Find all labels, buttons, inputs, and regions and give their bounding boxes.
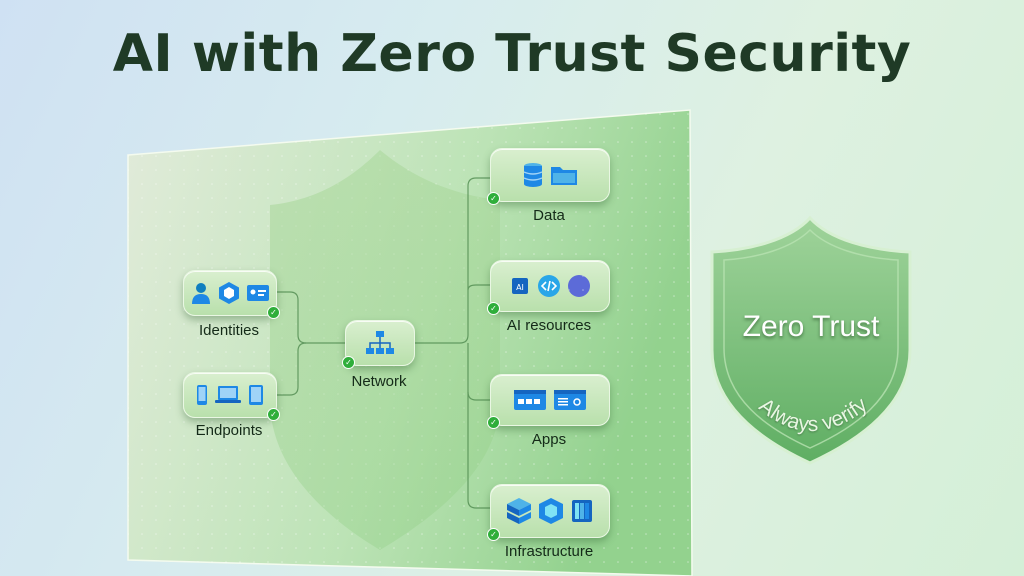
database-icon	[523, 163, 543, 187]
folder-icon	[551, 167, 577, 185]
app-window-icon	[514, 390, 546, 410]
data-node[interactable]: ✓	[487, 148, 610, 205]
svg-text:AI: AI	[516, 283, 524, 292]
page-title: AI with Zero Trust Security	[112, 24, 912, 84]
columns-icon	[572, 500, 592, 522]
hexagon-icon	[219, 282, 239, 304]
ai-resources-node[interactable]: AI ✓	[487, 260, 610, 315]
laptop-icon	[215, 386, 241, 403]
apps-node[interactable]: ✓	[487, 374, 610, 429]
identities-node[interactable]: ✓	[183, 270, 280, 319]
infrastructure-label: Infrastructure	[504, 543, 594, 560]
endpoints-label: Endpoints	[195, 422, 263, 439]
verified-check-icon: ✓	[487, 416, 500, 429]
apps-label: Apps	[531, 431, 567, 448]
ai-chip-icon: AI	[512, 278, 528, 294]
verified-check-icon: ✓	[487, 302, 500, 315]
id-card-icon	[247, 285, 269, 301]
connector-lines	[275, 177, 490, 509]
ai-resources-label: AI resources	[506, 317, 592, 334]
code-icon	[538, 275, 560, 297]
server-stack-icon	[507, 498, 531, 524]
phone-icon	[197, 385, 207, 405]
data-label: Data	[533, 207, 565, 224]
verified-check-icon: ✓	[267, 408, 280, 421]
verified-check-icon: ✓	[267, 306, 280, 319]
endpoints-node[interactable]: ✓	[183, 372, 280, 421]
tablet-icon	[249, 385, 263, 405]
identities-label: Identities	[198, 322, 260, 339]
verified-check-icon: ✓	[342, 356, 355, 369]
network-tree-icon	[366, 331, 394, 354]
network-label: Network	[351, 373, 407, 390]
infrastructure-node[interactable]: ✓	[487, 484, 610, 541]
verified-check-icon: ✓	[487, 192, 500, 205]
person-icon	[192, 283, 210, 304]
zero-trust-badge	[710, 215, 912, 465]
app-window-icon	[554, 390, 586, 410]
verified-check-icon: ✓	[487, 528, 500, 541]
badge-subtitle: Always verify	[755, 393, 872, 436]
network-node[interactable]: ✓	[342, 320, 415, 369]
sphere-icon	[568, 275, 590, 297]
cube-icon	[539, 498, 563, 524]
svg-text:Always verify: Always verify	[755, 393, 872, 436]
badge-title: Zero Trust	[742, 310, 880, 343]
